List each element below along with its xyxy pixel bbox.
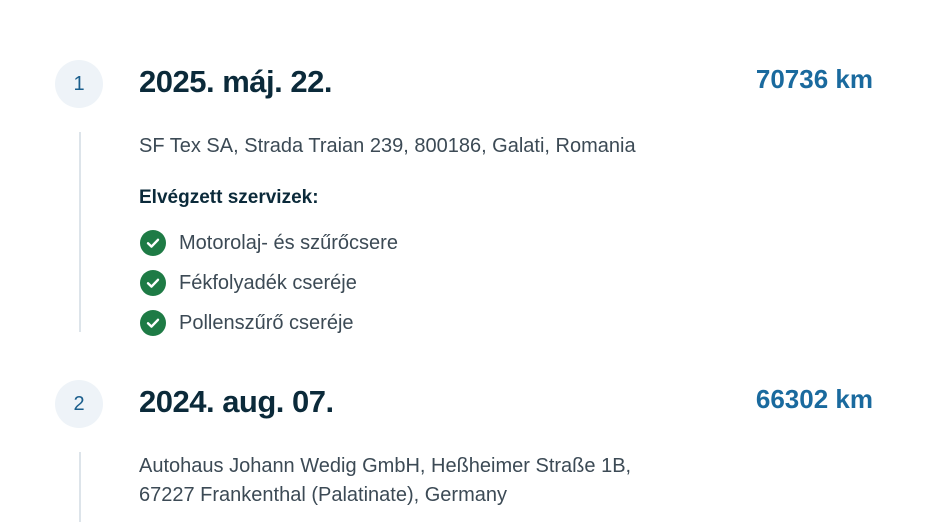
timeline-connector [79,452,81,522]
service-item: Fékfolyadék cseréje [140,263,398,303]
address-line: Autohaus Johann Wedig GmbH, Heßheimer St… [139,455,632,477]
service-date: 2024. aug. 07. [139,384,334,419]
check-circle-icon [140,310,166,336]
address-line: 67227 Frankenthal (Palatinate), Germany [139,484,507,506]
check-circle-icon [140,270,166,296]
services-heading: Elvégzett szervizek: [139,187,319,208]
workshop-address: SF Tex SA, Strada Traian 239, 800186, Ga… [139,135,636,157]
mileage: 70736 km [755,64,873,94]
service-label: Fékfolyadék cseréje [179,271,357,294]
check-circle-icon [140,230,166,256]
service-date: 2025. máj. 22. [139,64,332,99]
service-label: Motorolaj- és szűrőcsere [179,231,398,254]
service-label: Pollenszűrő cseréje [179,311,354,334]
step-number-badge: 2 [55,380,103,428]
workshop-address: Autohaus Johann Wedig GmbH, Heßheimer St… [139,452,779,510]
timeline-connector [79,132,81,332]
services-list: Motorolaj- és szűrőcsere Fékfolyadék cse… [140,223,398,343]
step-number-badge: 1 [55,60,103,108]
service-item: Pollenszűrő cseréje [140,303,398,343]
service-item: Motorolaj- és szűrőcsere [140,223,398,263]
mileage: 66302 km [755,384,873,414]
